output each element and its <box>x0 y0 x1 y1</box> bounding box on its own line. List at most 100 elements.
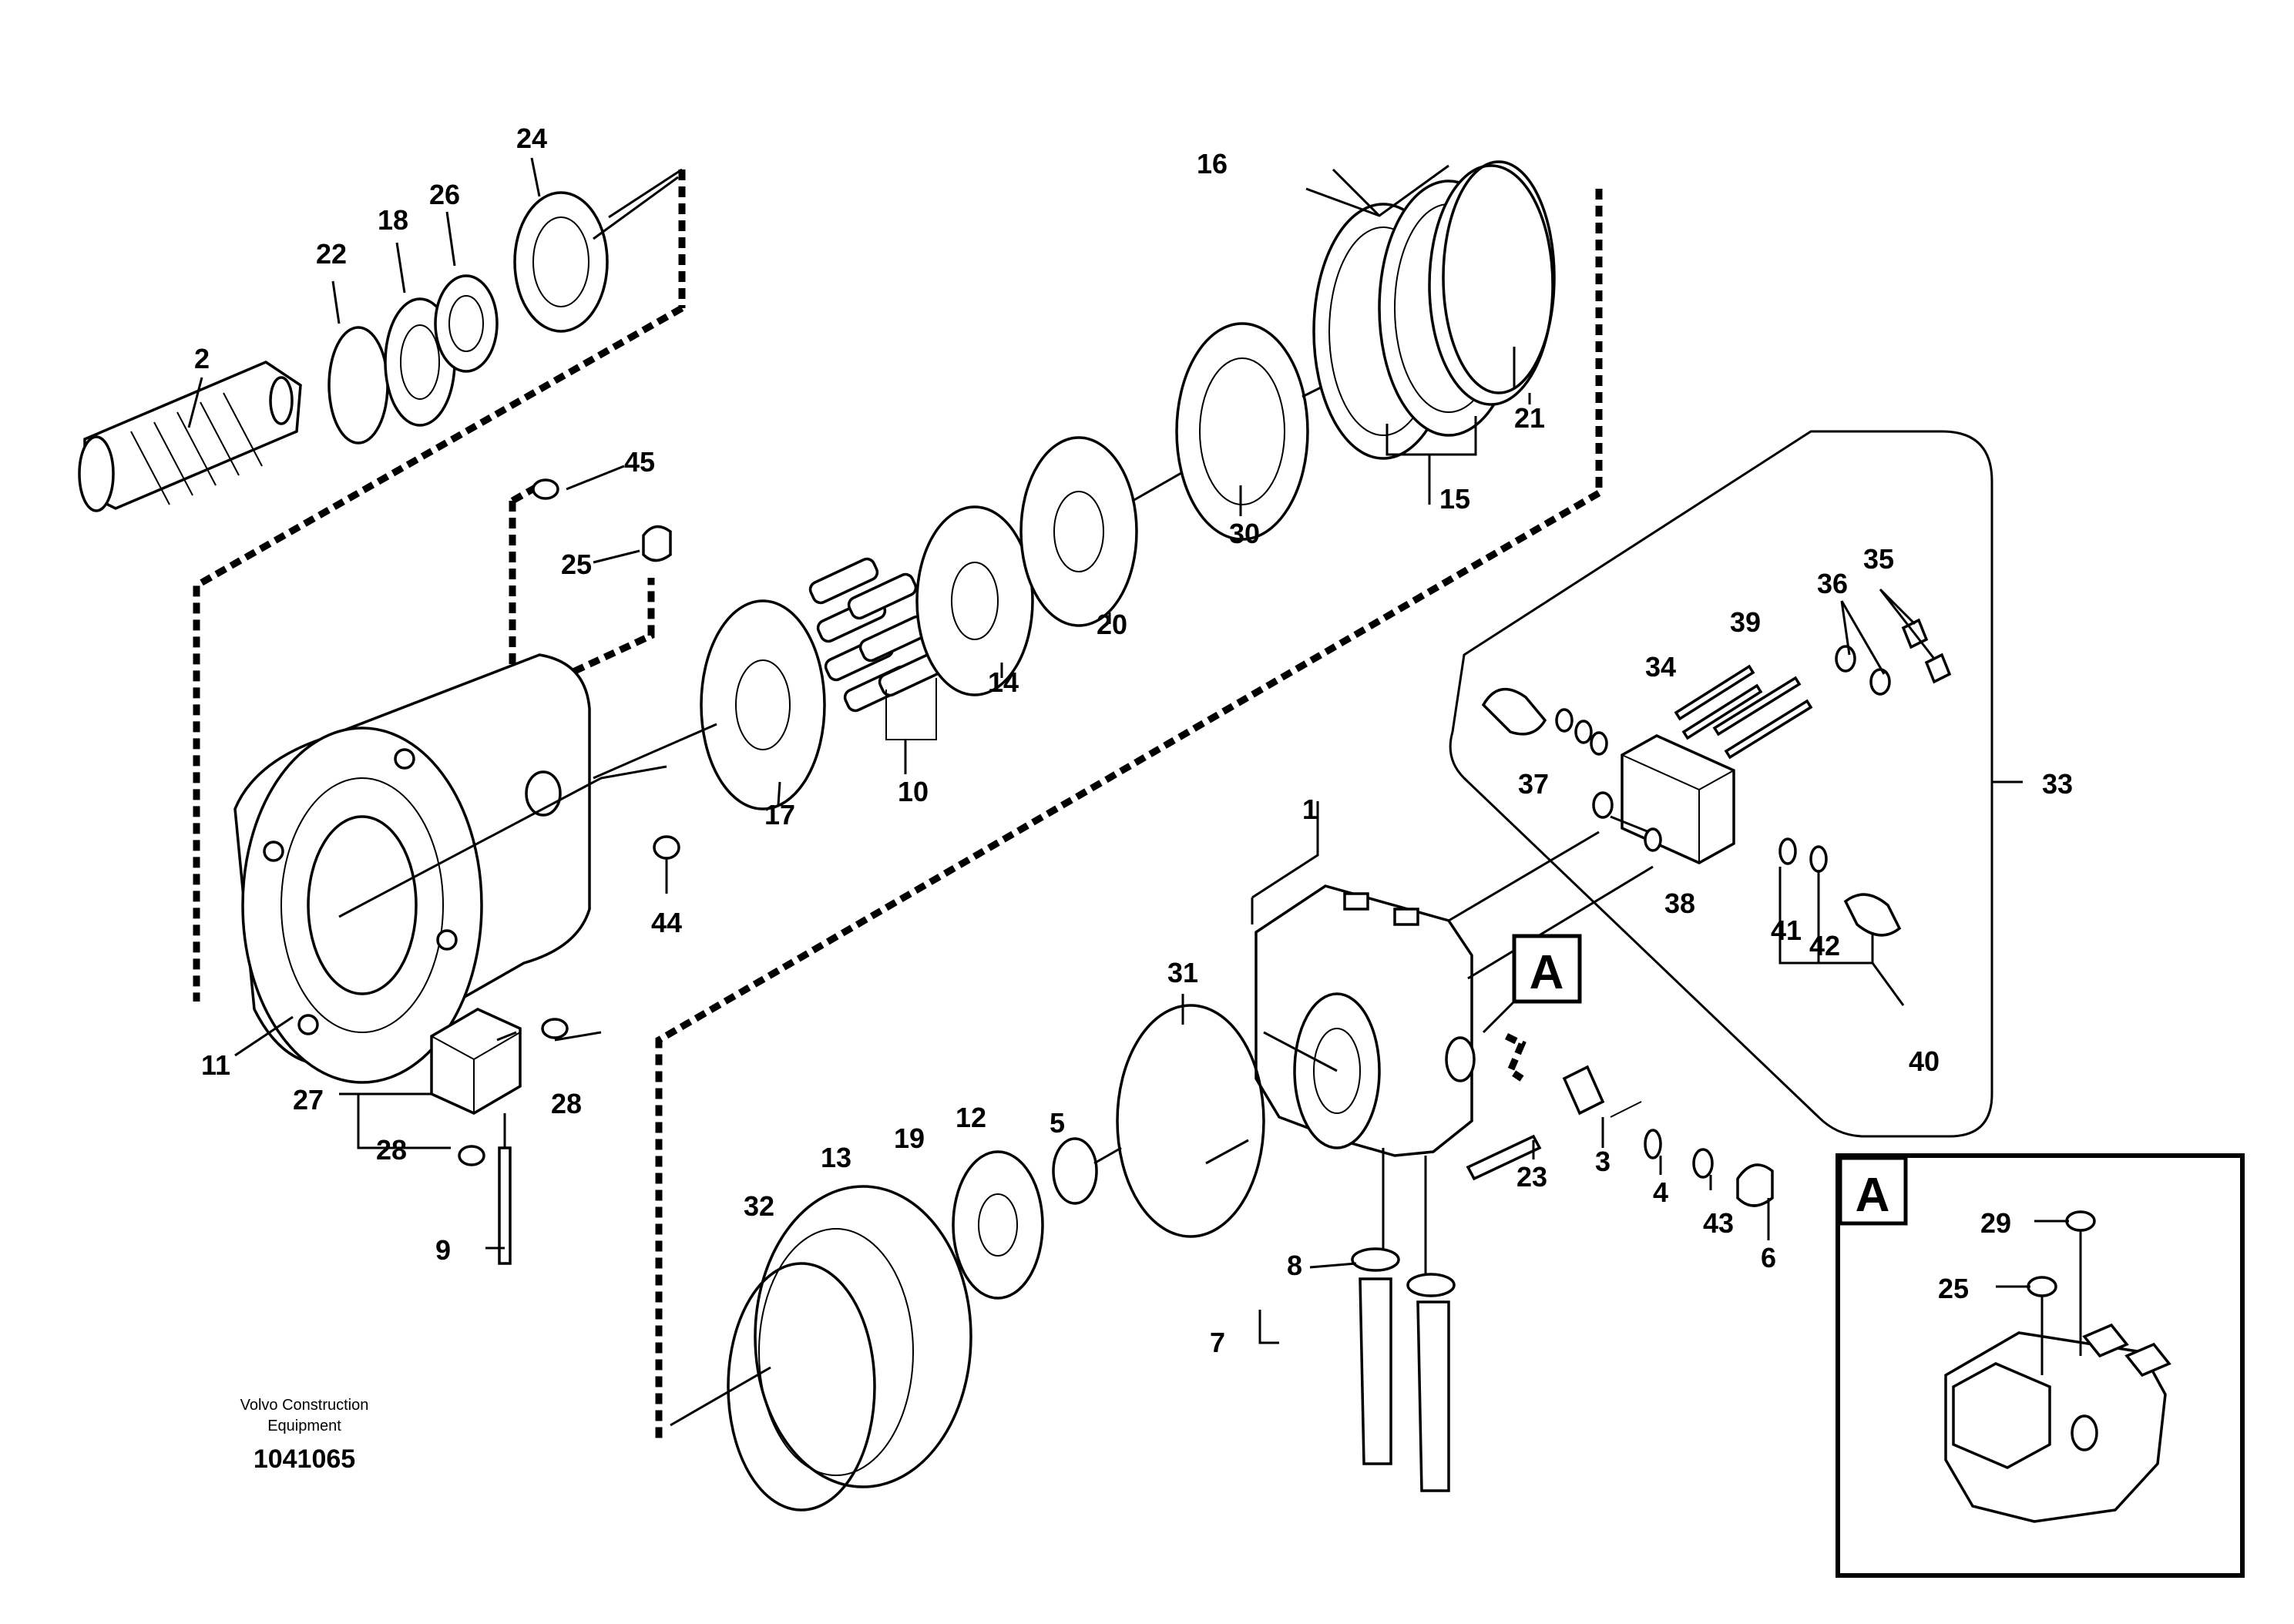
output-shaft <box>83 361 302 510</box>
piston-13 <box>754 1185 972 1488</box>
front-seal-group <box>670 1004 1265 1512</box>
valve-block <box>430 478 680 1265</box>
callout-45: 45 <box>624 446 655 478</box>
rear-cover <box>1251 801 1654 1279</box>
screw-35b <box>1924 653 1952 684</box>
valve-plate <box>1019 436 1138 627</box>
callout-28-upper: 28 <box>551 1088 582 1119</box>
plug-45 <box>532 478 559 500</box>
callout-30: 30 <box>1229 518 1260 549</box>
detail-plug-29 <box>2065 1210 2096 1232</box>
o-ring-8a <box>1351 1247 1400 1272</box>
brake-piston <box>1428 164 1554 406</box>
fitting-right <box>1843 893 1902 937</box>
poppet-3 <box>1562 1065 1605 1116</box>
roller-bearing <box>513 191 609 333</box>
fitting-left <box>1481 687 1547 736</box>
cartridge-7a <box>1359 1277 1392 1465</box>
o-ring-41 <box>1778 837 1797 865</box>
leader-lines <box>187 157 1535 1159</box>
detail-plug-25 <box>2027 1276 2057 1297</box>
callout-19: 19 <box>894 1122 925 1154</box>
spacer-ring <box>434 274 499 373</box>
cartridge-valves <box>1258 1247 1456 1492</box>
callout-33: 33 <box>2042 768 2073 800</box>
callout-44: 44 <box>651 907 682 938</box>
spring-4 <box>1644 1129 1662 1159</box>
credit-line-1: Volvo Construction <box>240 1397 369 1414</box>
callout-18: 18 <box>378 204 408 236</box>
valve-kit-group-33 <box>1449 430 2023 1138</box>
callout-16: 16 <box>1197 148 1228 180</box>
callout-10: 10 <box>898 776 929 807</box>
callout-28-lower: 28 <box>376 1134 407 1166</box>
detail-view-title: A <box>1856 1169 1890 1222</box>
shaft-inner-end <box>269 376 294 425</box>
callout-26: 26 <box>429 179 460 210</box>
callout-9: 9 <box>435 1234 451 1266</box>
callout-39: 39 <box>1730 606 1761 638</box>
callout-41: 41 <box>1771 914 1802 946</box>
callout-labels: 1 2 3 4 5 6 7 8 9 10 11 12 13 14 15 16 1… <box>194 122 2073 1358</box>
callout-42: 42 <box>1809 930 1840 961</box>
o-ring-38 <box>1644 827 1662 852</box>
callout-1: 1 <box>1302 794 1318 825</box>
motor-housing <box>233 653 667 1084</box>
callout-6: 6 <box>1761 1242 1776 1273</box>
callout-37: 37 <box>1518 768 1549 800</box>
plug-28-upper <box>541 1018 569 1039</box>
cartridge-7b <box>1416 1300 1450 1492</box>
callout-14: 14 <box>988 666 1019 698</box>
o-ring-37 <box>1592 791 1614 819</box>
callout-29: 29 <box>1980 1207 2011 1239</box>
callout-4: 4 <box>1653 1176 1668 1208</box>
detail-view-a <box>1836 1153 2245 1578</box>
callout-25-detail: 25 <box>1938 1273 1969 1304</box>
thrust-plate <box>700 599 826 810</box>
callout-21: 21 <box>1514 402 1545 434</box>
callout-31: 31 <box>1167 957 1198 988</box>
callout-43: 43 <box>1703 1207 1734 1239</box>
brake-assembly <box>1305 160 1556 493</box>
plug-44 <box>653 835 680 860</box>
plug-28-lower <box>458 1145 485 1166</box>
cylinder-block <box>1175 322 1309 541</box>
callout-24: 24 <box>516 122 547 154</box>
callout-40: 40 <box>1909 1045 1940 1077</box>
callout-32: 32 <box>744 1190 774 1222</box>
credit-line-2: Equipment <box>267 1418 341 1434</box>
shaft-assembly <box>78 176 679 512</box>
callout-34: 34 <box>1645 651 1676 683</box>
callout-12: 12 <box>956 1102 986 1133</box>
bolt-9 <box>498 1146 512 1265</box>
callout-11: 11 <box>201 1049 230 1081</box>
callout-25: 25 <box>561 549 592 580</box>
retainer-plate <box>915 505 1034 696</box>
callout-5: 5 <box>1050 1107 1065 1139</box>
callout-15: 15 <box>1439 483 1470 515</box>
o-ring-42 <box>1809 845 1828 873</box>
o-ring-21 <box>1442 160 1556 394</box>
detail-valve-block <box>1952 1362 2051 1469</box>
plug-6 <box>1736 1163 1774 1207</box>
callout-8: 8 <box>1287 1250 1302 1281</box>
piston-set <box>808 557 949 740</box>
callout-38: 38 <box>1664 887 1695 919</box>
detail-callout-a <box>1482 934 1582 1034</box>
o-ring-32 <box>727 1262 876 1512</box>
retaining-ring <box>327 326 389 445</box>
cover-port <box>1445 1036 1476 1082</box>
callout-23: 23 <box>1516 1161 1547 1193</box>
bolt-23 <box>1466 1134 1542 1181</box>
document-number: 1041065 <box>254 1444 355 1474</box>
o-ring-8b <box>1406 1273 1456 1297</box>
callout-13: 13 <box>821 1142 851 1173</box>
o-ring-43 <box>1692 1148 1714 1179</box>
plug-25 <box>642 525 672 562</box>
callout-36: 36 <box>1817 568 1848 599</box>
callout-22: 22 <box>316 238 347 270</box>
shaft-spline-end <box>78 435 115 512</box>
block-34 <box>1621 734 1735 864</box>
